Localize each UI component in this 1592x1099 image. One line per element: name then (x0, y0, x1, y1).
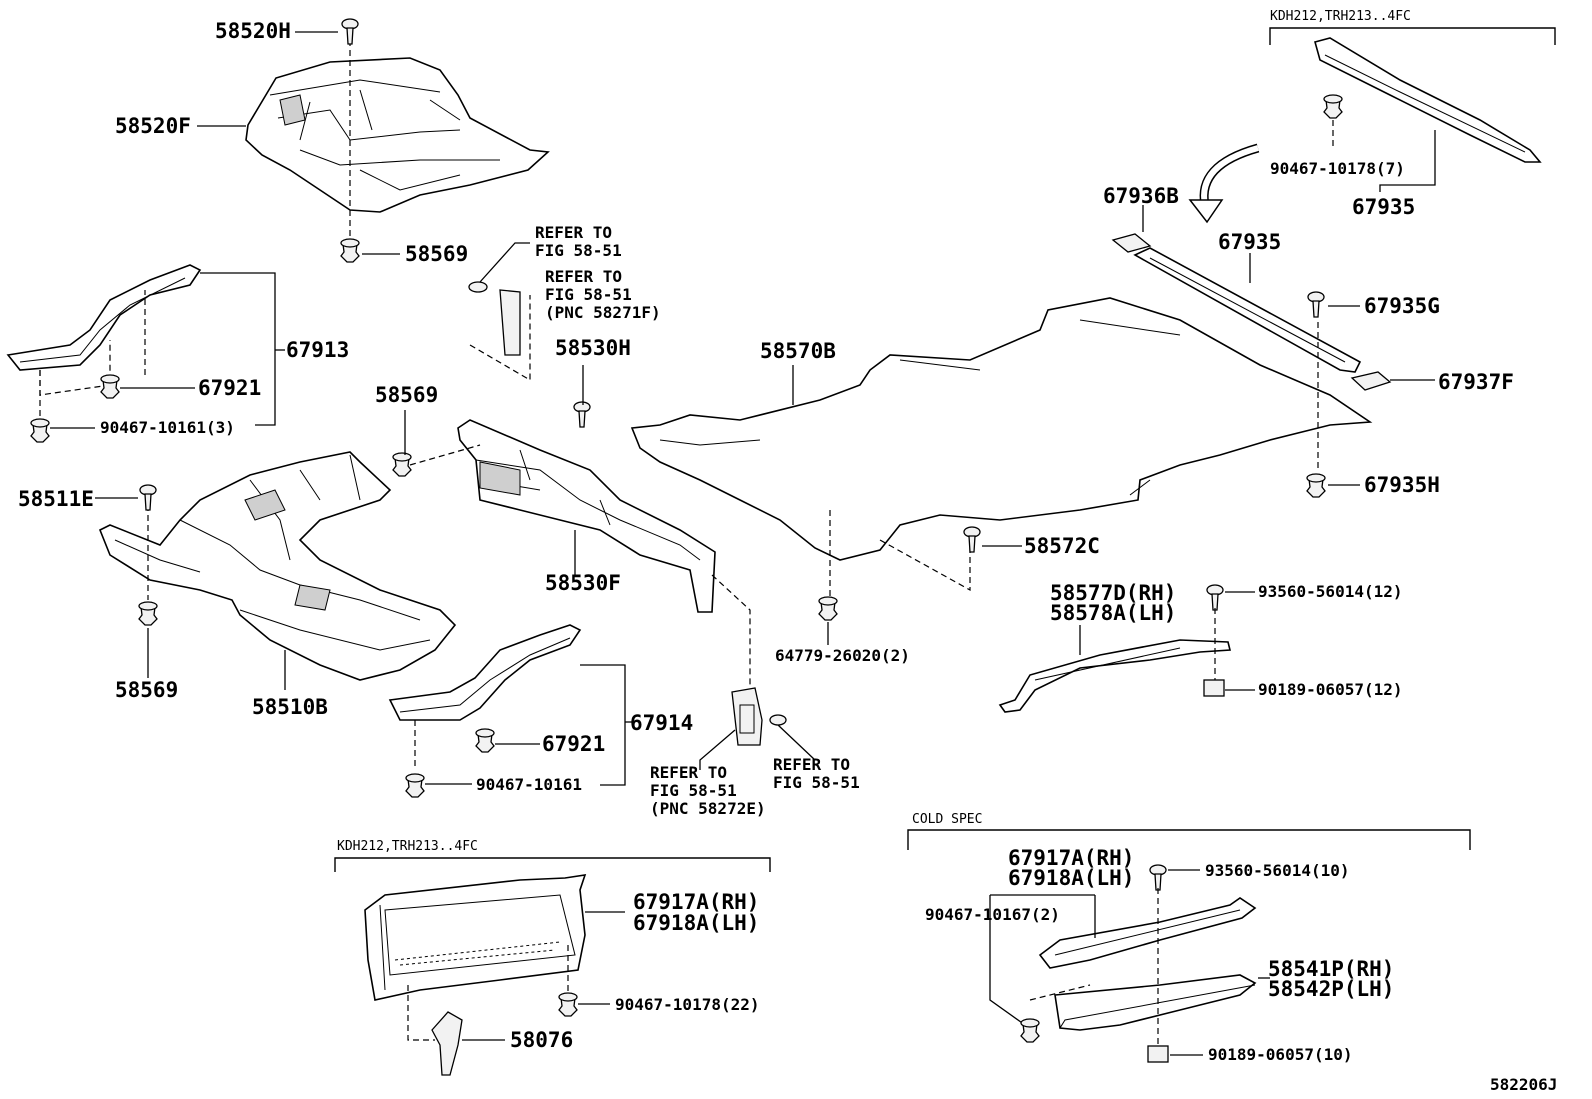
clip-90467-10161 (405, 773, 425, 798)
refer-2-line-2: FIG 58-51 (545, 285, 632, 304)
floor-carpet-58520F (245, 57, 550, 213)
refer-1-line-2: FIG 58-51 (535, 241, 622, 260)
label-67936B: 67936B (1103, 184, 1179, 208)
label-90467-10178-22: 90467-10178(22) (615, 995, 760, 1014)
label-67917A-rh-cold: 67917A(RH) (1008, 846, 1134, 870)
side-panel-67917A-cold (1038, 897, 1257, 969)
label-58510B: 58510B (252, 695, 328, 719)
label-67935-mid: 67935 (1218, 230, 1281, 254)
label-58572C: 58572C (1024, 534, 1100, 558)
refer-part-upper (468, 281, 521, 356)
rear-rail-67935-top (1314, 37, 1542, 163)
nut-90189-06057-10 (1147, 1045, 1169, 1063)
clip-90467-10161-3 (30, 418, 50, 443)
refer-2-line-1: REFER TO (545, 267, 622, 286)
label-58569-top: 58569 (405, 242, 468, 266)
label-90467-10161-3: 90467-10161(3) (100, 418, 235, 437)
clip-67935G (1307, 291, 1325, 318)
label-90467-10167-2: 90467-10167(2) (925, 905, 1060, 924)
label-90189-06057-10: 90189-06057(10) (1208, 1045, 1353, 1064)
label-58542P-lh: 58542P(LH) (1268, 977, 1394, 1001)
label-93560-56014-12: 93560-56014(12) (1258, 582, 1403, 601)
label-58541P-rh: 58541P(RH) (1268, 957, 1394, 981)
refer-4-line-2: FIG 58-51 (773, 773, 860, 792)
label-58569-mid: 58569 (375, 383, 438, 407)
clip-90467-10178-22 (558, 992, 578, 1017)
clip-67935H (1306, 473, 1326, 498)
label-67913: 67913 (286, 338, 349, 362)
label-64779-26020-2: 64779-26020(2) (775, 646, 910, 665)
refer-3-line-3: (PNC 58272E) (650, 799, 766, 818)
pad-67937F (1350, 371, 1392, 391)
label-93560-56014-10: 93560-56014(10) (1205, 861, 1350, 880)
label-cold-spec: COLD SPEC (912, 812, 982, 827)
label-67918A-lh-cold: 67918A(LH) (1008, 866, 1134, 890)
label-58520F: 58520F (115, 114, 191, 138)
clip-58572C (963, 526, 981, 553)
lower-panel-58541P (1054, 974, 1257, 1031)
label-67935G: 67935G (1364, 294, 1440, 318)
nut-90189-06057-12 (1203, 679, 1225, 697)
label-90467-10178-7: 90467-10178(7) (1270, 159, 1405, 178)
label-58511E: 58511E (18, 487, 94, 511)
clip-64779-26020-2 (818, 596, 838, 621)
clip-67921-mid (475, 728, 495, 753)
label-67921-left: 67921 (198, 376, 261, 400)
scuff-plate-67914 (388, 624, 582, 721)
label-58577D-rh: 58577D(RH) (1050, 581, 1176, 605)
clip-67921-left (100, 374, 120, 399)
label-67935H: 67935H (1364, 473, 1440, 497)
label-67914: 67914 (630, 711, 693, 735)
bracket-refer-lower (731, 687, 787, 746)
label-67935-top: 67935 (1352, 195, 1415, 219)
rear-floor-mat-58570B (630, 297, 1373, 561)
bolt-93560-56014-12 (1206, 584, 1224, 611)
figure-id: 582206J (1490, 1075, 1557, 1094)
label-58076: 58076 (510, 1028, 573, 1052)
label-58530H: 58530H (555, 336, 631, 360)
clip-58569-low (138, 601, 158, 626)
rear-rail-67935 (1133, 247, 1362, 373)
label-90467-10161: 90467-10161 (476, 775, 582, 794)
refer-3-line-1: REFER TO (650, 763, 727, 782)
label-67921-mid: 67921 (542, 732, 605, 756)
label-58569-low: 58569 (115, 678, 178, 702)
label-90189-06057-12: 90189-06057(12) (1258, 680, 1403, 699)
arrow-icon (1188, 199, 1224, 224)
clip-58569-top (340, 238, 360, 263)
clip-90467-10167-2 (1020, 1018, 1040, 1043)
label-58570B: 58570B (760, 339, 836, 363)
scuff-plate-67913 (6, 264, 202, 371)
label-58530F: 58530F (545, 571, 621, 595)
label-67918A-lh-bottom: 67918A(LH) (633, 911, 759, 935)
refer-4-line-1: REFER TO (773, 755, 850, 774)
floor-carpet-58510B (98, 451, 457, 681)
label-kdh-top: KDH212,TRH213..4FC (1270, 9, 1411, 24)
label-58520H: 58520H (215, 19, 291, 43)
label-67917A-rh-bottom: 67917A(RH) (633, 890, 759, 914)
clip-58520H (341, 18, 359, 45)
refer-3-line-2: FIG 58-51 (650, 781, 737, 800)
bolt-93560-56014-10 (1149, 864, 1167, 891)
clip-58511E (139, 484, 157, 511)
pad-67936B (1111, 233, 1152, 253)
clip-58530H (573, 401, 591, 428)
side-bar-58577D (998, 639, 1232, 713)
clip-58076 (431, 1011, 463, 1076)
label-67937F: 67937F (1438, 370, 1514, 394)
refer-1-line-1: REFER TO (535, 223, 612, 242)
label-58578A-lh: 58578A(LH) (1050, 601, 1176, 625)
clip-90467-10178-7 (1323, 94, 1343, 119)
side-panel-67917A (364, 874, 587, 1001)
tunnel-insulator-58530F (457, 419, 716, 613)
label-kdh-bottom: KDH212,TRH213..4FC (337, 839, 478, 854)
clip-58569-mid (392, 452, 412, 477)
refer-2-line-3: (PNC 58271F) (545, 303, 661, 322)
